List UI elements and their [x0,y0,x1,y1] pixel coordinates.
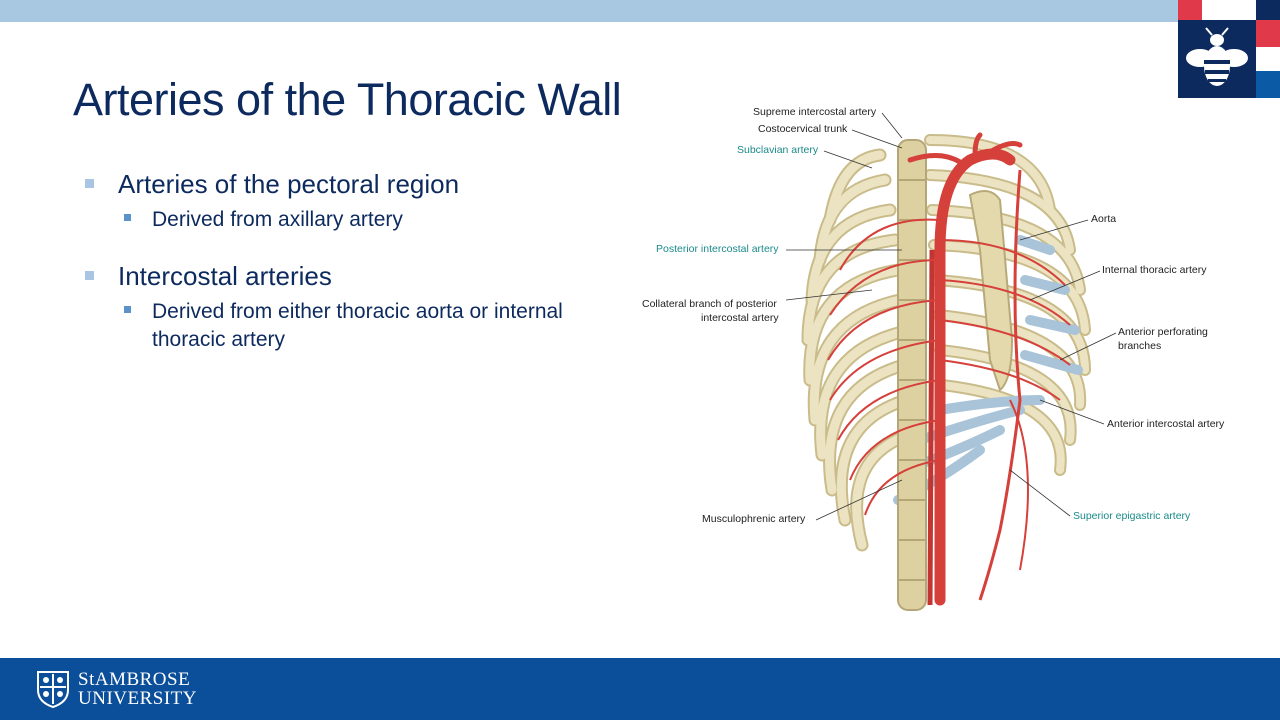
bullet-pectoral: Arteries of the pectoral region [118,169,460,199]
footer-bar: StAMBROSE UNIVERSITY [0,658,1280,720]
sub-bullet-marker [124,214,131,221]
corner-blue-bar [1256,71,1280,98]
thoracic-wall-illustration: Supreme intercostal artery Costocervical… [640,100,1260,620]
label-supreme-intercostal: Supreme intercostal artery [753,106,877,118]
label-collateral-branch-2: intercostal artery [701,312,779,324]
corner-red-square [1178,0,1202,20]
label-musculophrenic: Musculophrenic artery [702,513,806,525]
university-wordmark: StAMBROSE UNIVERSITY [78,670,197,708]
bullet-marker [85,271,94,280]
crest-icon [36,670,70,709]
sub-bullet-marker [124,306,131,313]
sub-bullet-axillary: Derived from axillary artery [152,208,403,231]
ribcage-drawing [785,112,1117,611]
label-costocervical: Costocervical trunk [758,123,848,135]
arch-branches [907,132,1023,165]
aorta-shadow [927,249,935,606]
intercostal-arteries [827,218,1071,516]
aorta-vessel [934,148,1016,606]
ribs-back-highlight [803,150,913,550]
university-name-line2: UNIVERSITY [78,688,197,709]
corner-red-bar [1256,20,1280,47]
label-collateral-branch-1: Collateral branch of posterior [642,298,777,310]
internal-thoracic-vessel [978,169,1022,601]
label-anterior-perforating-2: branches [1118,340,1162,352]
university-name-line1: StAMBROSE [78,669,191,690]
label-anterior-intercostal: Anterior intercostal artery [1107,418,1225,430]
bullet-intercostal: Intercostal arteries [118,261,332,291]
label-subclavian: Subclavian artery [737,144,819,156]
vertebral-column [897,139,927,611]
top-accent-band [0,0,1178,22]
leader-lines [785,112,1117,521]
label-posterior-intercostal: Posterior intercostal artery [656,243,779,255]
label-internal-thoracic: Internal thoracic artery [1102,264,1207,276]
corner-logo-block [1178,0,1280,98]
label-anterior-perforating-1: Anterior perforating [1118,326,1208,338]
label-superior-epigastric: Superior epigastric artery [1073,510,1191,522]
label-aorta: Aorta [1091,213,1117,225]
corner-navy-square [1256,0,1280,20]
epigastric-vessel [1009,399,1029,571]
slide-title: Arteries of the Thoracic Wall [73,74,622,125]
bullet-marker [85,179,94,188]
sub-bullet-aorta-internal: Derived from either thoracic aorta or in… [152,300,563,351]
corner-white-bar [1256,47,1280,71]
bee-icon [1178,20,1256,98]
sternum [968,190,1014,392]
